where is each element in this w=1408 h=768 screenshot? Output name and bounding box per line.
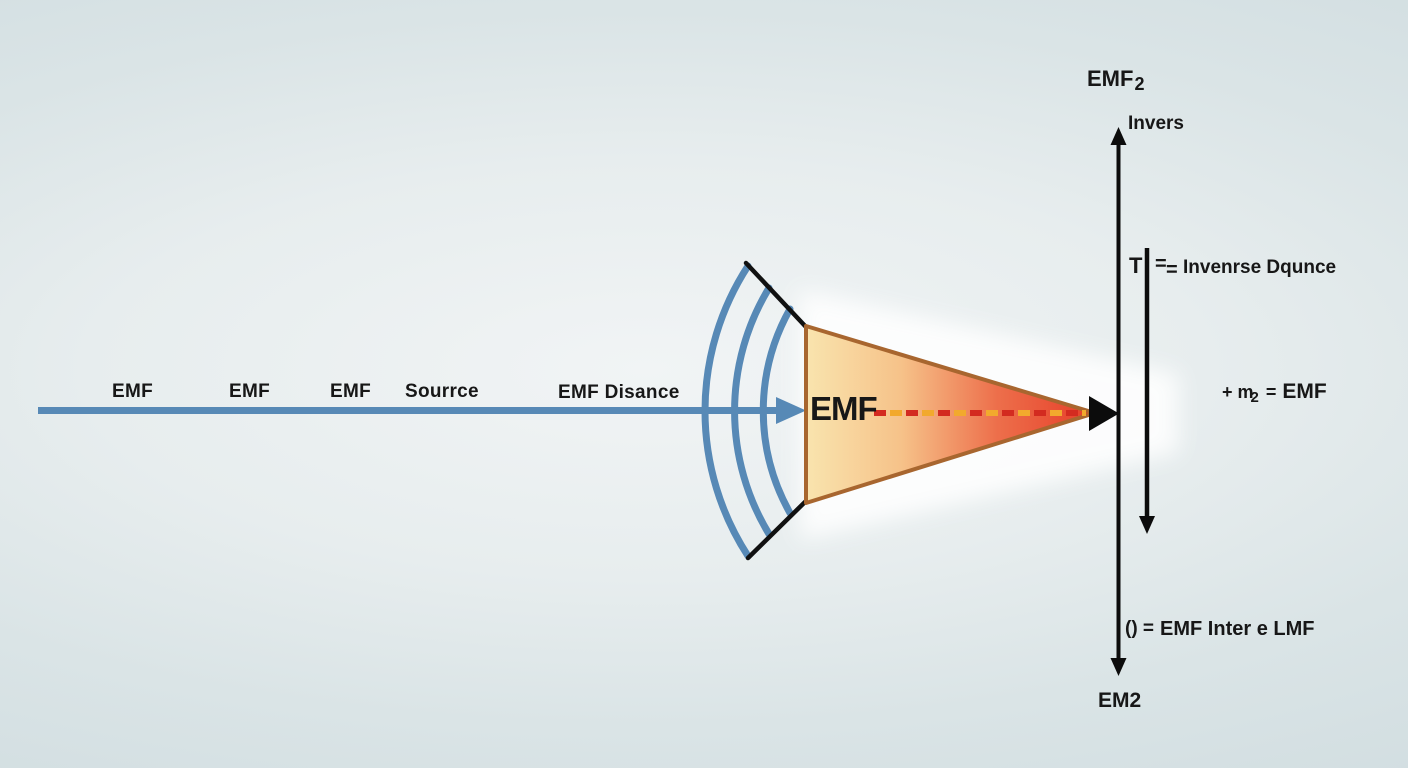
invers-label: Invers bbox=[1128, 113, 1184, 134]
eq-emf-prefix: + m bbox=[1222, 382, 1254, 402]
eq-emf-equals: = bbox=[1265, 382, 1277, 402]
beam-label-source: Sourrce bbox=[405, 381, 479, 402]
beam-label-emf-3: EMF bbox=[330, 381, 372, 402]
wavefront-arc-inner bbox=[759, 305, 794, 517]
wavefront-arc-middle bbox=[731, 284, 773, 538]
axis-top-label-text: EMF bbox=[1087, 66, 1134, 91]
cone-label: EMF bbox=[810, 390, 878, 427]
axis-bottom-label: EM2 bbox=[1098, 689, 1142, 712]
beam-label-distance: EMF Disance bbox=[558, 382, 680, 403]
cone-apex-arrowhead-icon bbox=[1089, 396, 1119, 431]
eq-emf-value: EMF bbox=[1282, 380, 1327, 403]
eq-inverse-equals-lower: = bbox=[1166, 259, 1178, 281]
eq-inter-text: EMF Inter e LMF bbox=[1160, 618, 1315, 640]
beam-label-emf-2: EMF bbox=[229, 381, 271, 402]
eq-inter-prefix: () = bbox=[1125, 618, 1155, 639]
vertical-axis-arrowhead-up-icon bbox=[1110, 127, 1127, 145]
eq-inverse-equals-upper: = bbox=[1155, 253, 1167, 275]
eq-inter: () =EMF Inter e LMF bbox=[1125, 619, 1314, 639]
secondary-axis-arrowhead-down-icon bbox=[1139, 516, 1155, 534]
beam-label-emf-1: EMF bbox=[112, 381, 154, 402]
eq-inverse-prefix: T bbox=[1129, 253, 1143, 278]
distance-beam-arrowhead-icon bbox=[776, 397, 806, 424]
emf-cone bbox=[804, 324, 1097, 505]
vertical-axis-arrowhead-down-icon bbox=[1110, 658, 1127, 676]
eq-inverse-text: Invenrse Dqunce bbox=[1183, 257, 1337, 278]
arc-cone-connector-bottom bbox=[745, 498, 809, 561]
wavefront-arc-outer bbox=[701, 262, 752, 560]
eq-emf-subscript: 2 bbox=[1250, 389, 1259, 406]
axis-top-label-subscript: 2 bbox=[1134, 74, 1145, 94]
arc-cone-connector-top bbox=[743, 260, 809, 330]
